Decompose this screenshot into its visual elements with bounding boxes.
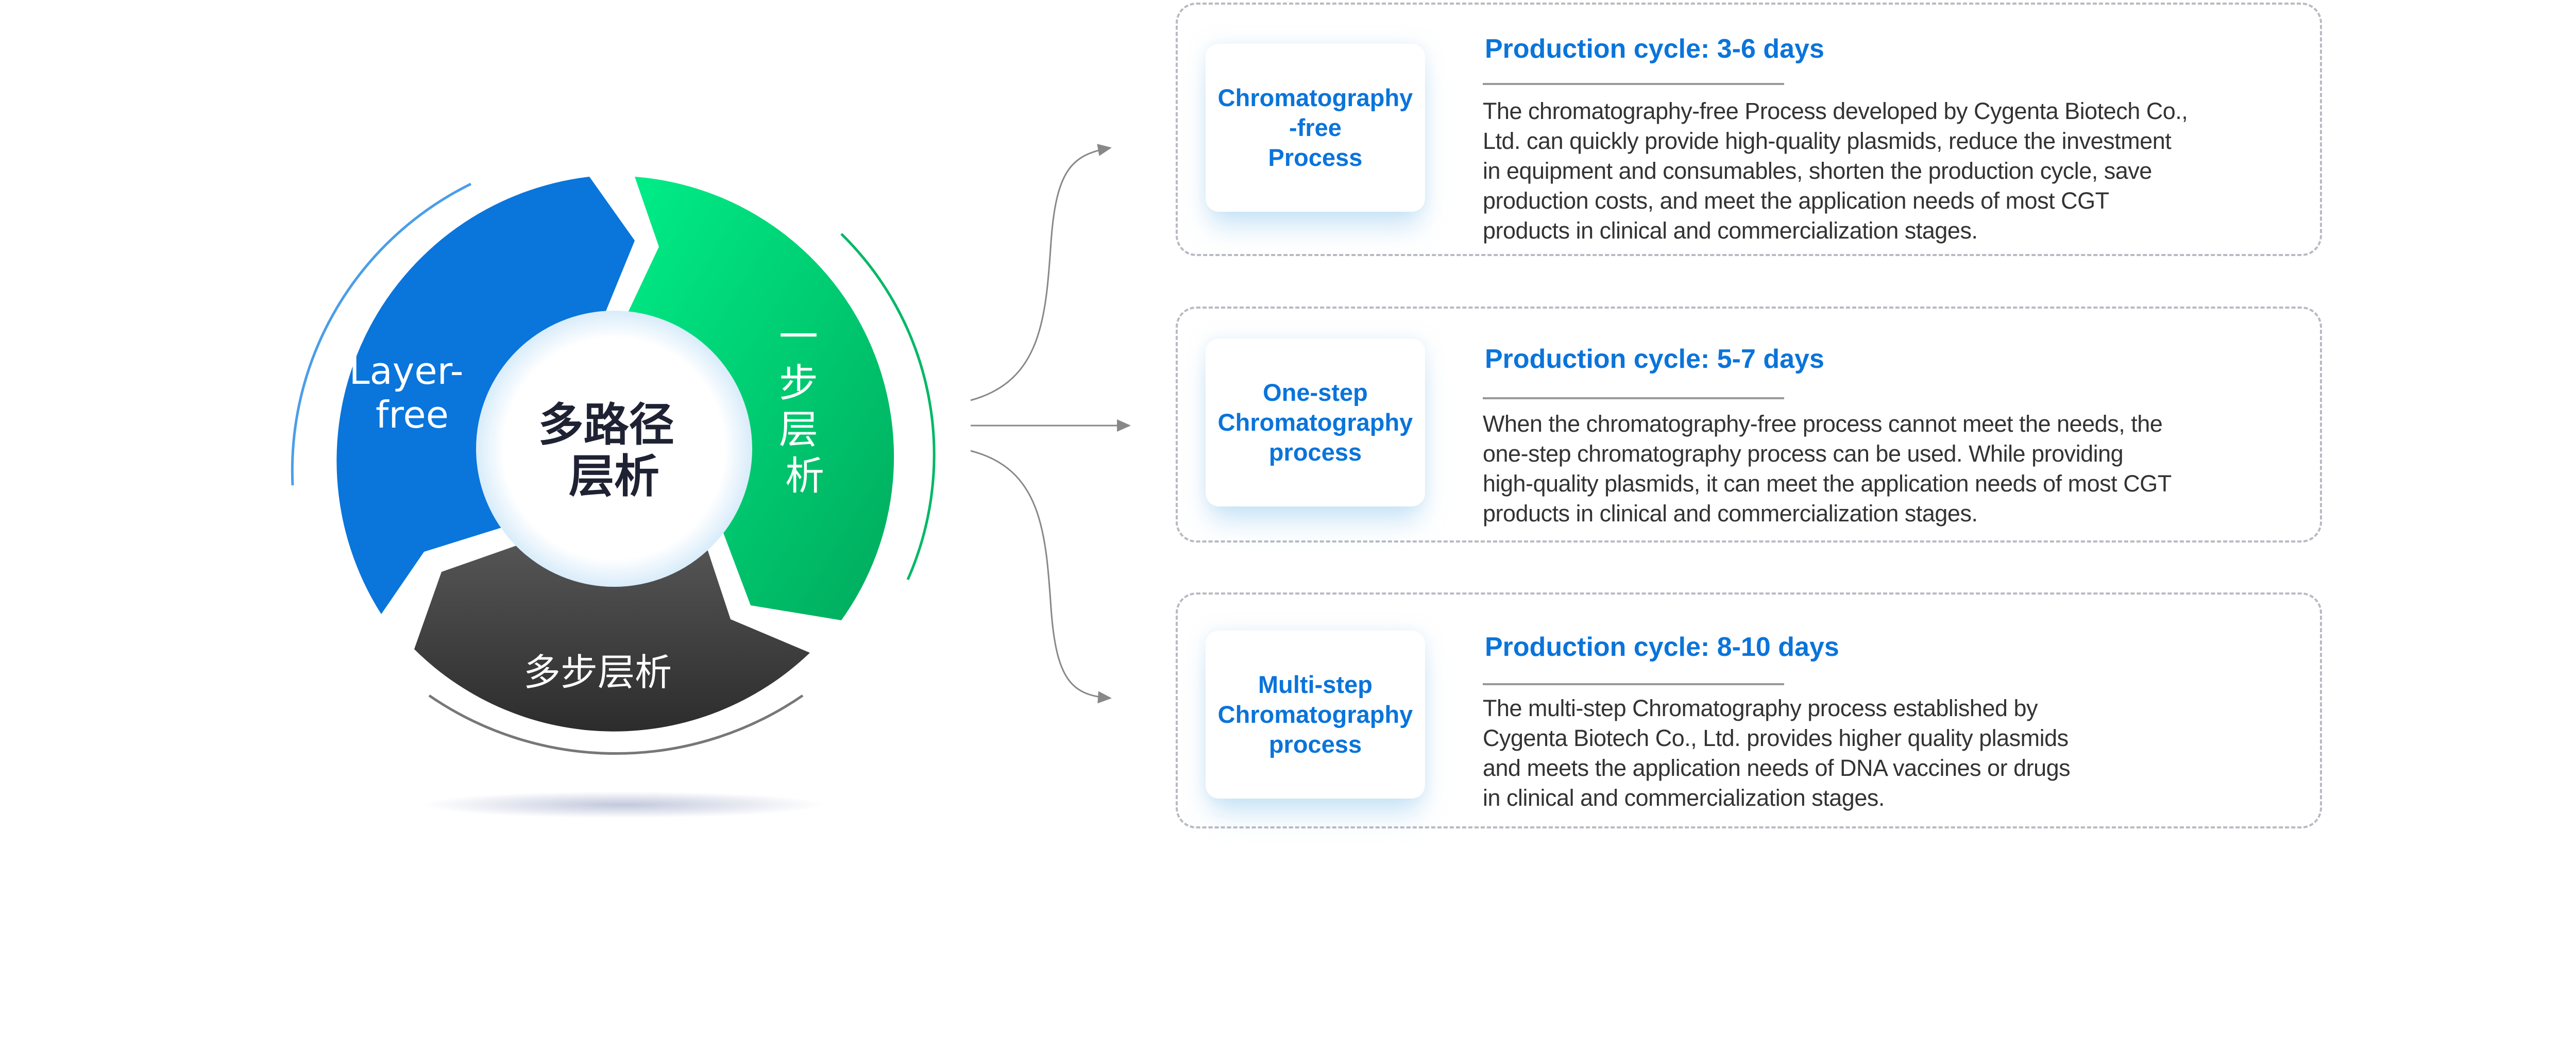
wheel-shadow	[421, 791, 823, 818]
text-line: Cygenta Biotech Co., Ltd. provides highe…	[1483, 725, 2069, 751]
badge-line: Chromatography	[1217, 409, 1413, 436]
connector-arrow-1	[970, 144, 1112, 401]
connector-arrow-3	[970, 450, 1112, 704]
text-line: one-step chromatography process can be u…	[1483, 440, 2124, 467]
badge-line: process	[1268, 438, 1362, 466]
card-description: The multi-step Chromatography process es…	[1483, 693, 2071, 813]
text-line: products in clinical and commercializati…	[1483, 217, 1978, 244]
badge-line: One-step	[1263, 379, 1368, 406]
center-circle	[476, 311, 752, 587]
badge-line: Chromatography	[1217, 84, 1413, 111]
badge-line: Process	[1268, 144, 1363, 171]
segment-one-step	[624, 177, 894, 620]
card-description: The chromatography-free Process develope…	[1483, 96, 2188, 246]
decor-arc-green	[840, 233, 936, 581]
text-line: production costs, and meet the applicati…	[1483, 188, 2109, 214]
text-line: The chromatography-free Process develope…	[1483, 98, 2188, 124]
badge-line: Chromatography	[1217, 701, 1413, 728]
segment-label-multi-step: 多步层析	[523, 651, 672, 694]
badge-line: Multi-step	[1258, 671, 1372, 698]
center-label: 多路径 层析	[538, 398, 690, 503]
segment-layer-free	[336, 177, 635, 614]
badge-line: -free	[1289, 114, 1342, 141]
text-line: products in clinical and commercializati…	[1483, 500, 1978, 527]
segment-label-one-step: 一 步 层 析	[779, 314, 831, 499]
text-line: in equipment and consumables, shorten th…	[1483, 158, 2152, 184]
text-line: When the chromatography-free process can…	[1483, 411, 2163, 437]
decor-arc-gray	[428, 694, 804, 755]
title-divider	[1483, 83, 1784, 85]
text-line: in clinical and commercialization stages…	[1483, 785, 1885, 811]
text-line: Ltd. can quickly provide high-quality pl…	[1483, 128, 2172, 154]
card-title: Production cycle: 3-6 days	[1485, 34, 1824, 64]
title-divider	[1483, 683, 1784, 685]
text-line: The multi-step Chromatography process es…	[1483, 695, 2038, 721]
card-description: When the chromatography-free process can…	[1483, 409, 2172, 529]
decor-arc-blue	[291, 182, 472, 486]
text-line: and meets the application needs of DNA v…	[1483, 755, 2071, 781]
title-divider	[1483, 397, 1784, 399]
card-title: Production cycle: 8-10 days	[1485, 632, 1839, 662]
text-line: high-quality plasmids, it can meet the a…	[1483, 470, 2172, 497]
badge-line: process	[1268, 731, 1362, 758]
card-title: Production cycle: 5-7 days	[1485, 344, 1824, 374]
segment-multi-step	[414, 545, 810, 732]
segment-label-layer-free: Layer- free	[349, 349, 475, 436]
